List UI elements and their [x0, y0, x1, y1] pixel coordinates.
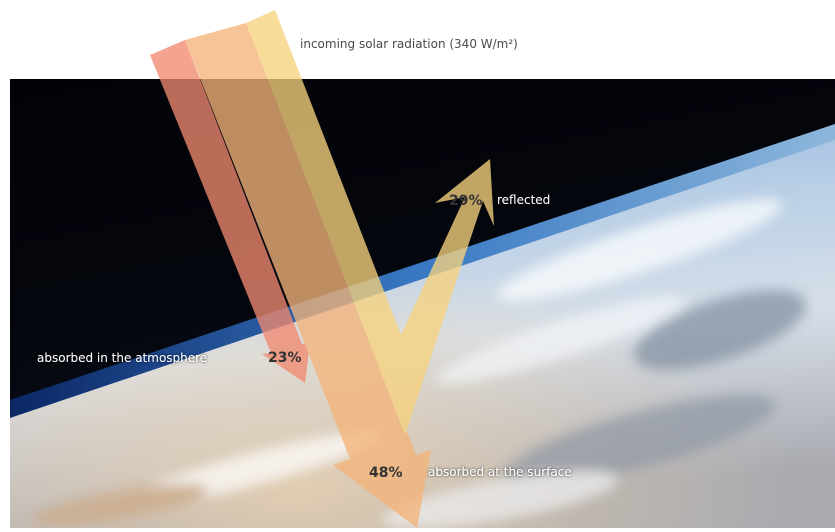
atmosphere-percent: 23%: [268, 350, 302, 366]
diagram-title: incoming solar radiation (340 W/m²): [300, 37, 518, 51]
atmosphere-label: absorbed in the atmosphere: [37, 351, 207, 365]
radiation-arrows: [150, 10, 494, 528]
surface-absorption-arrow: [185, 23, 431, 528]
reflected-arrow: [246, 10, 494, 435]
reflected-label: reflected: [497, 193, 550, 207]
atmosphere-absorption-arrow: [150, 40, 310, 383]
surface-percent: 48%: [369, 465, 403, 481]
surface-label: absorbed at the surface: [428, 465, 572, 479]
reflected-percent: 29%: [449, 193, 483, 209]
